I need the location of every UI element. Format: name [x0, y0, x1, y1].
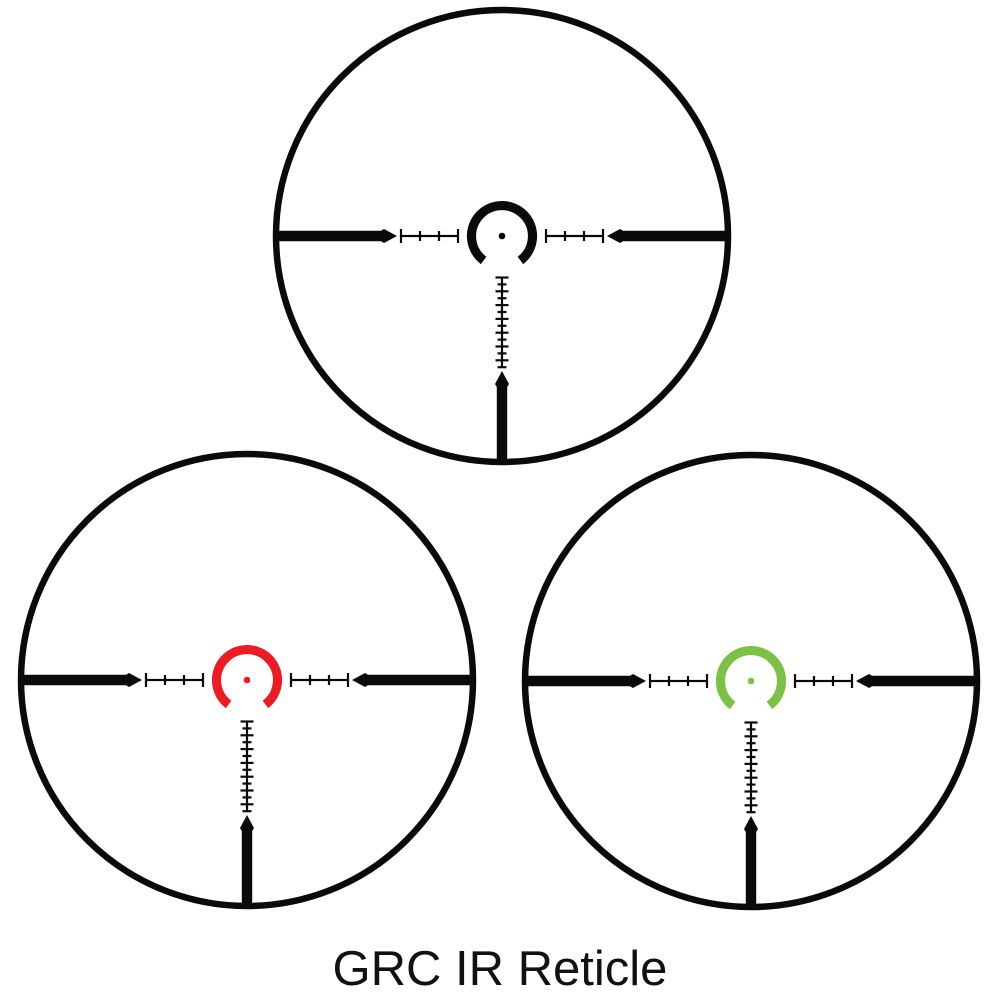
scope-view-illumination-off [274, 10, 730, 464]
scope-view-green-illumination [523, 455, 979, 909]
scope-view-red-illumination [19, 454, 475, 908]
diagram-caption: GRC IR Reticle [332, 942, 668, 996]
